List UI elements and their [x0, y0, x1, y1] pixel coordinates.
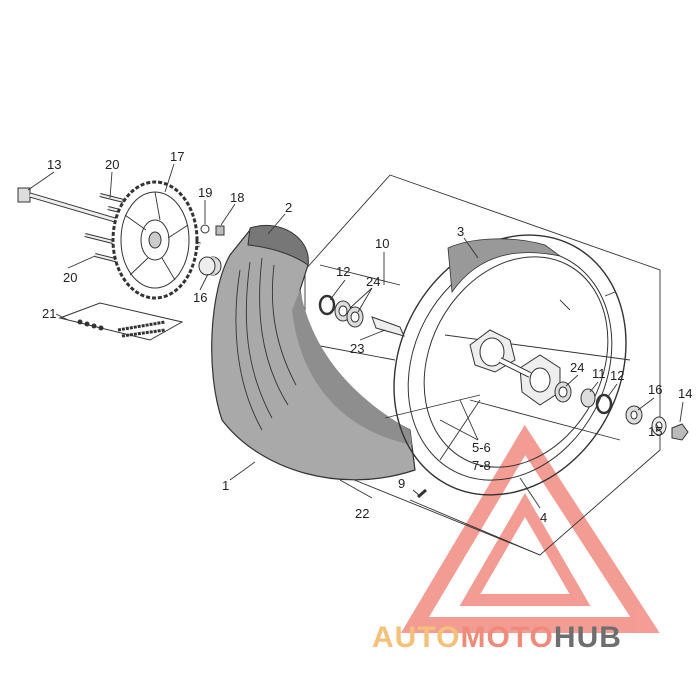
callout-13: 13: [47, 157, 61, 172]
callout-19: 19: [198, 185, 212, 200]
watermark-moto: MOTO: [460, 621, 553, 654]
adjuster-kit: [58, 302, 184, 341]
watermark-text: AUTOMOTOHUB: [372, 621, 622, 654]
callout-24-right: 24: [570, 360, 584, 375]
small-parts-left: [198, 224, 225, 276]
watermark-hub: HUB: [554, 621, 622, 654]
callout-12-left: 12: [336, 264, 350, 279]
hub: [469, 329, 561, 406]
sprocket: [111, 180, 199, 300]
callout-7-8: 7-8: [472, 458, 491, 473]
rim: [393, 234, 627, 496]
callout-12-right: 12: [610, 368, 624, 383]
callout-4: 4: [540, 510, 547, 525]
callout-24-left: 24: [366, 274, 380, 289]
left-bearings: [318, 294, 405, 337]
callout-16-left: 16: [193, 290, 207, 305]
callout-14: 14: [678, 386, 692, 401]
callout-23: 23: [350, 341, 364, 356]
callout-16-right: 16: [648, 382, 662, 397]
callout-20-bottom: 20: [63, 270, 77, 285]
callouts: 13 20 17 19 18 2 20 16 21 1 22 10 3 12 2…: [42, 149, 692, 525]
watermark-logo-triangle: [400, 424, 660, 633]
callout-11: 11: [592, 366, 606, 381]
tire: [211, 224, 416, 481]
callout-20-top: 20: [105, 157, 119, 172]
watermark-auto: AUTO: [372, 621, 460, 654]
callout-10: 10: [375, 236, 389, 251]
callout-1: 1: [222, 478, 229, 493]
callout-21: 21: [42, 306, 56, 321]
svg-text:AUTOMOTOHUB: AUTOMOTOHUB: [372, 621, 622, 654]
callout-17: 17: [170, 149, 184, 164]
callout-5-6: 5-6: [472, 440, 491, 455]
callout-9: 9: [398, 476, 405, 491]
right-bearings: [554, 381, 689, 441]
callout-18: 18: [230, 190, 244, 205]
callout-15: 15: [648, 424, 662, 439]
callout-2: 2: [285, 200, 292, 215]
leader-lines: [27, 163, 684, 509]
spokes: [384, 291, 616, 499]
callout-22: 22: [355, 506, 369, 521]
callout-3: 3: [457, 224, 464, 239]
